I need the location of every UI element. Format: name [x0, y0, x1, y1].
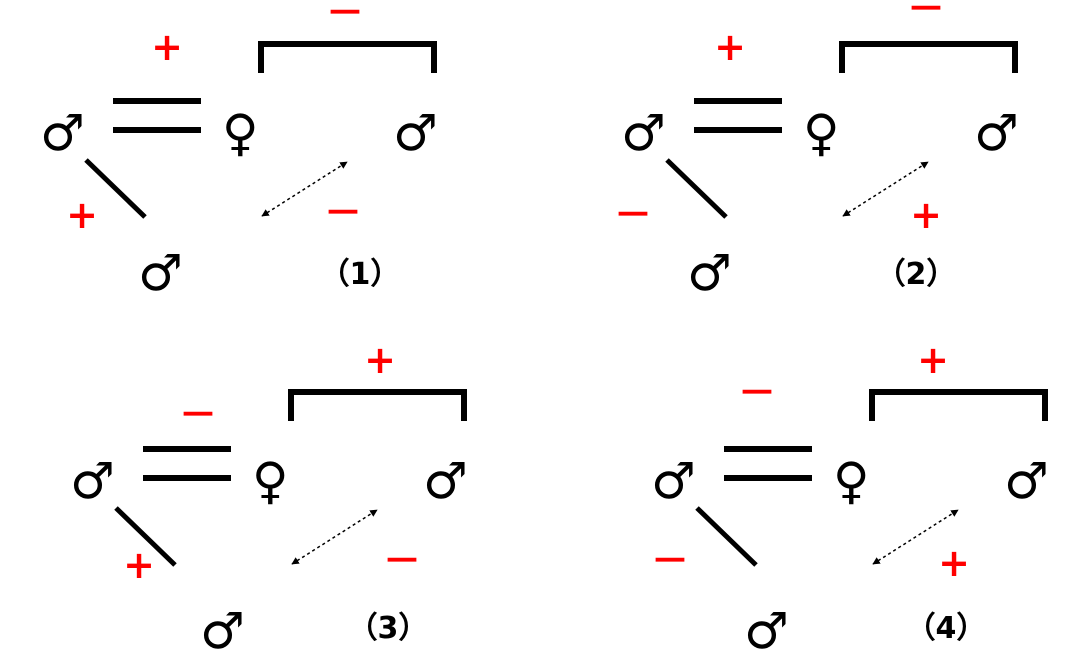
panel-2: ♂ ♀ ♂ ♂ + － － + （2） — [614, 0, 1019, 302]
son-symbol: ♂ — [200, 602, 245, 660]
father-son-sign: + — [123, 543, 155, 587]
brother-in-law-symbol: ♂ — [423, 452, 468, 510]
panel-label: （1） — [320, 257, 401, 292]
panel-3: ♂ ♀ ♂ ♂ － + + － （3） — [70, 338, 468, 660]
brother-in-law-symbol: ♂ — [393, 104, 438, 162]
panel-label: （2） — [876, 257, 957, 292]
son-symbol: ♂ — [138, 244, 183, 302]
uncle-nephew-sign: + — [910, 193, 942, 237]
son-symbol: ♂ — [744, 602, 789, 660]
brother-in-law-symbol: ♂ — [1004, 452, 1049, 510]
wife-symbol: ♀ — [222, 104, 259, 162]
uncle-nephew-sign: + — [938, 541, 970, 585]
siblings-sign: + — [917, 338, 949, 382]
panel-2-lines — [667, 44, 1015, 217]
marriage-sign: + — [714, 25, 746, 69]
husband-symbol: ♂ — [40, 104, 85, 162]
wife-symbol: ♀ — [833, 452, 870, 510]
wife-symbol: ♀ — [252, 452, 289, 510]
panel-1-lines — [86, 44, 434, 217]
panel-4: ♂ ♀ ♂ ♂ － + － + （4） — [651, 338, 1049, 660]
son-symbol: ♂ — [687, 244, 732, 302]
panel-label: （3） — [348, 611, 429, 646]
marriage-sign: － — [738, 371, 776, 415]
father-son-sign: + — [66, 193, 98, 237]
panel-4-lines — [697, 392, 1045, 565]
husband-symbol: ♂ — [651, 452, 696, 510]
siblings-sign: + — [364, 338, 396, 382]
wife-symbol: ♀ — [803, 104, 840, 162]
father-son-sign: － — [614, 193, 652, 237]
siblings-sign: － — [907, 0, 945, 31]
brother-in-law-symbol: ♂ — [974, 104, 1019, 162]
marriage-sign: + — [151, 25, 183, 69]
panel-label: （4） — [906, 611, 987, 646]
uncle-nephew-sign: － — [383, 539, 421, 583]
husband-symbol: ♂ — [70, 452, 115, 510]
uncle-nephew-sign: － — [324, 191, 362, 235]
marriage-sign: － — [179, 393, 217, 437]
father-son-sign: － — [651, 539, 689, 583]
siblings-sign: － — [326, 0, 364, 35]
husband-symbol: ♂ — [621, 104, 666, 162]
panel-1: ♂ ♀ ♂ ♂ + － + － （1） — [40, 0, 438, 302]
